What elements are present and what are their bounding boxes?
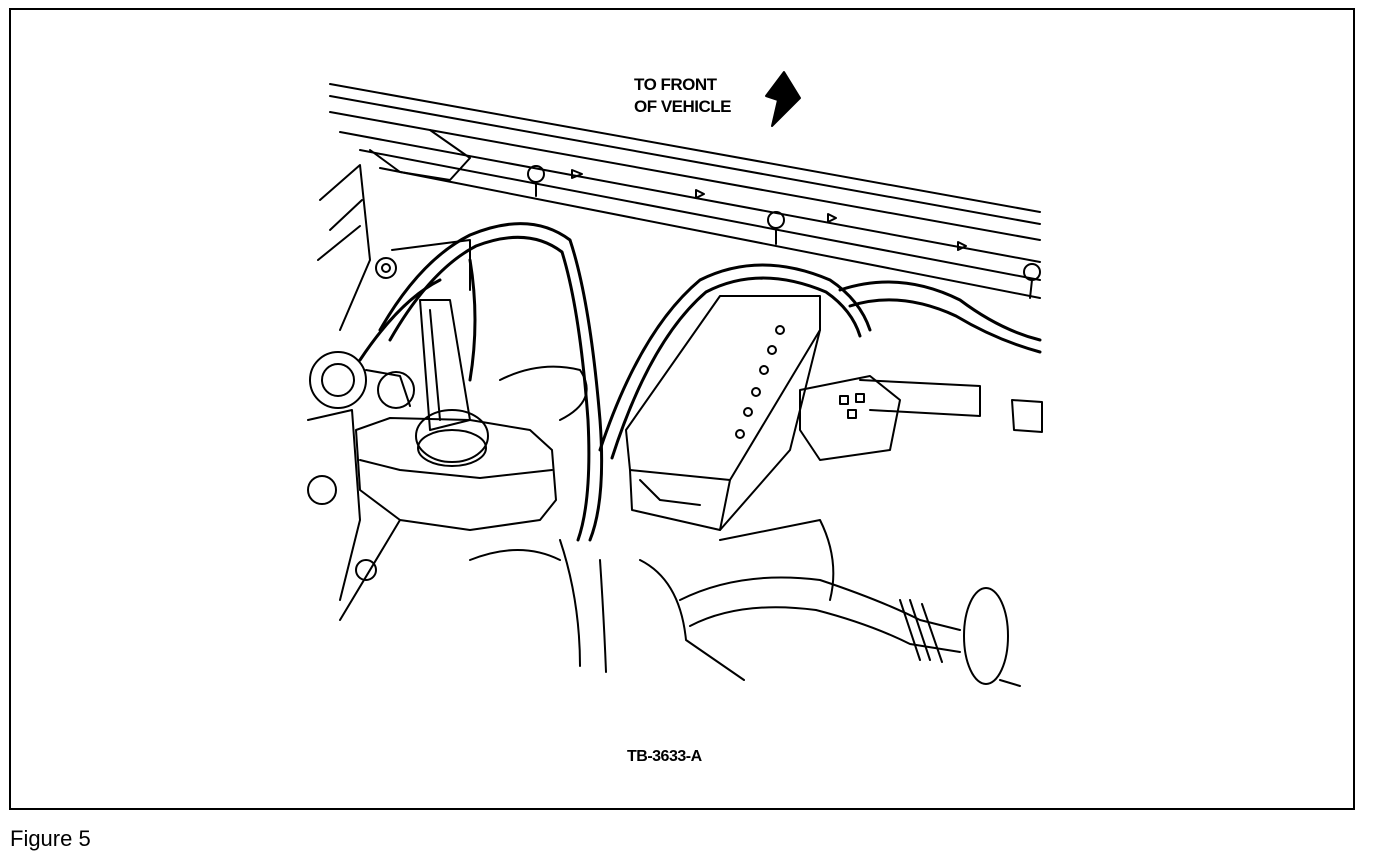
figure-frame [9,8,1355,810]
front-direction-arrow-icon [765,71,801,127]
direction-label-line1: TO FRONT [634,75,717,94]
left-strut-tower [317,164,471,331]
left-lamp-connector [307,351,415,601]
direction-label: TO FRONT OF VEHICLE [634,74,732,118]
illustration-id: TB-3633-A [627,748,702,765]
right-wiring-harness [598,263,1042,460]
coolant-reservoir [355,409,557,531]
lower-harness [679,519,1021,687]
junction-box [625,295,821,531]
mount-bracket [419,299,588,431]
left-wiring-harness [358,222,604,542]
cowl-fasteners [527,165,1041,299]
lower-body-lines [339,519,745,681]
direction-label-line2: OF VEHICLE [634,97,732,116]
figure-caption: Figure 5 [10,826,91,851]
cowl-panel-lines [329,83,1041,299]
relay-connector [799,375,1043,461]
